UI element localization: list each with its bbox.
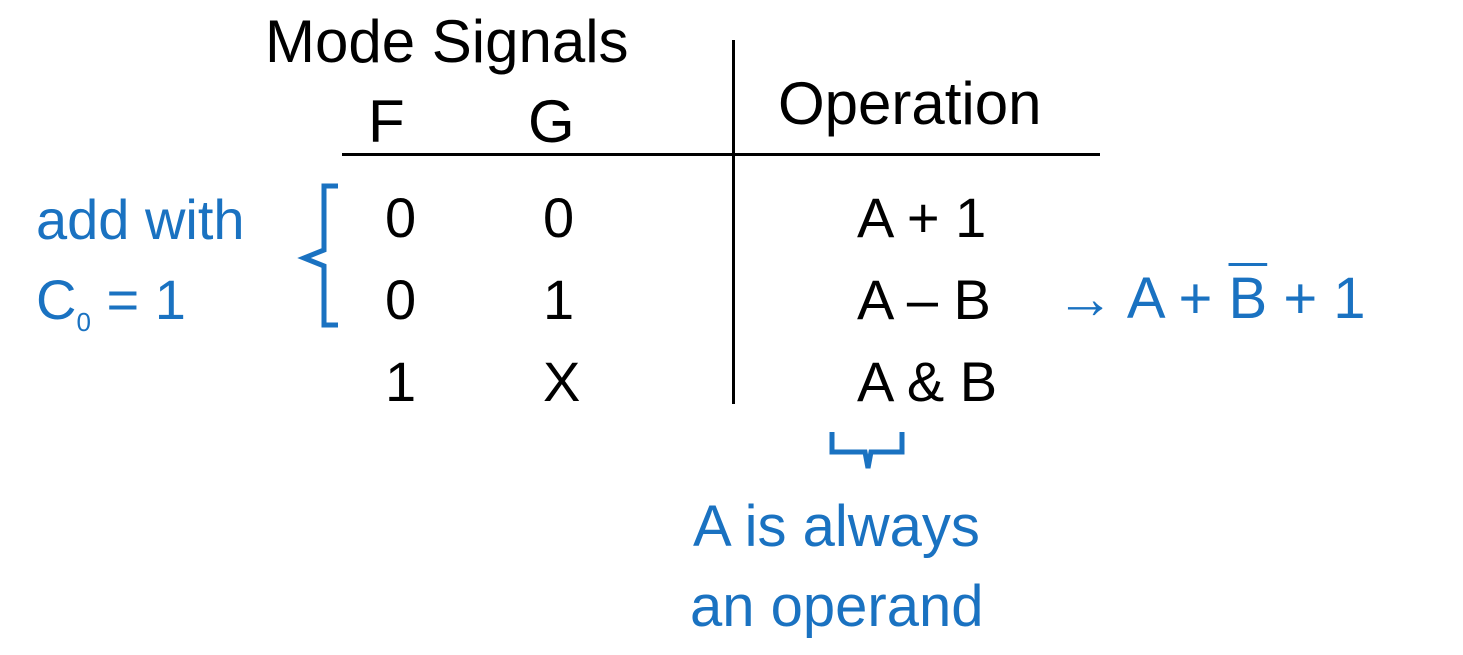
row1-f: 0	[385, 186, 417, 249]
note-line1: A is always	[693, 494, 980, 559]
row3-operation: A & B	[857, 350, 998, 413]
add-with-label: add with	[36, 188, 245, 251]
arrow-right-icon: →	[1056, 266, 1114, 331]
row3-g: X	[543, 350, 581, 413]
column-header-operation: Operation	[778, 70, 1042, 137]
header-rule	[342, 153, 1100, 156]
carry-subscript: 0	[76, 307, 91, 337]
column-header-f: F	[368, 88, 405, 155]
equiv-prefix: A +	[1126, 266, 1229, 331]
note-line2: an operand	[690, 574, 984, 639]
row3-f: 1	[385, 350, 417, 413]
carry-in-label: C0 = 1	[36, 272, 186, 336]
mode-signals-heading: Mode Signals	[265, 8, 629, 75]
left-bracket-icon	[297, 183, 338, 328]
row2-operation: A – B	[857, 268, 991, 331]
column-header-g: G	[528, 88, 575, 155]
carry-symbol: C	[36, 268, 77, 331]
equiv-suffix: + 1	[1267, 266, 1366, 331]
row1-g: 0	[543, 186, 575, 249]
row1-operation: A + 1	[857, 186, 987, 249]
carry-value: = 1	[90, 268, 186, 331]
b-complement: B	[1228, 266, 1268, 331]
row2-g: 1	[543, 268, 575, 331]
equivalent-expression: → A + B + 1	[1056, 270, 1366, 328]
column-divider	[732, 40, 735, 404]
underbrace-icon	[829, 432, 905, 469]
row2-f: 0	[385, 268, 417, 331]
